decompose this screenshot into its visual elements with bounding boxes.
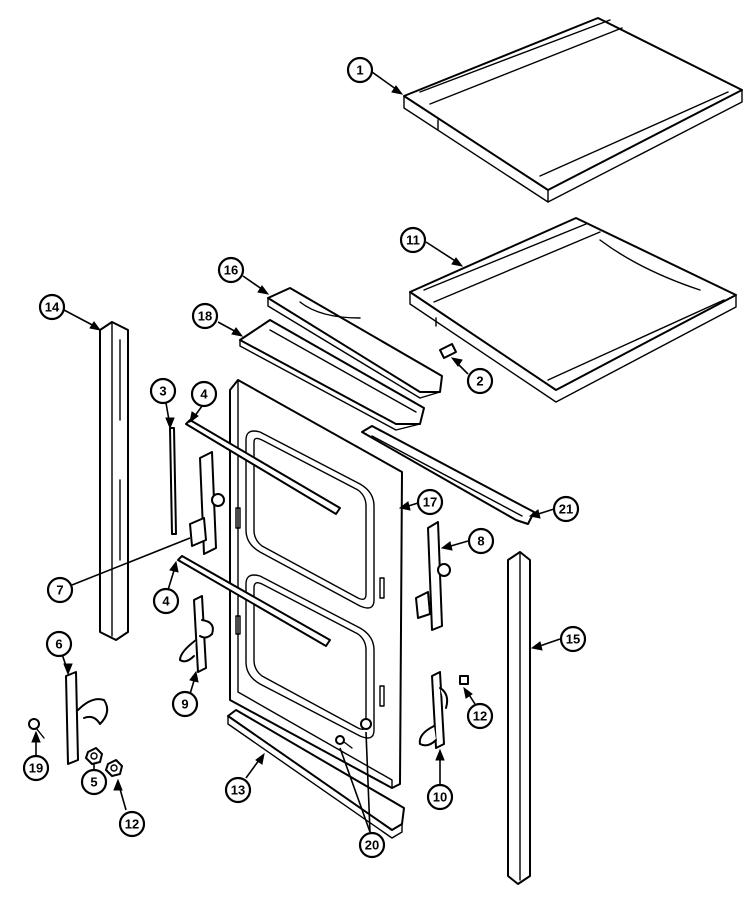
callout-13-label: 13 xyxy=(231,783,245,798)
part-1-top-shelf xyxy=(403,17,743,203)
callout-1-label: 1 xyxy=(356,63,363,78)
part-14-left-trim xyxy=(99,321,129,641)
callout-14-label: 14 xyxy=(45,300,60,315)
callout-8-label: 8 xyxy=(477,534,484,549)
callout-2: 2 xyxy=(466,367,494,395)
callout-4-lower-label: 4 xyxy=(162,594,170,609)
callout-15: 15 xyxy=(559,625,587,653)
callout-16-label: 16 xyxy=(224,263,238,278)
part-16-top-trim xyxy=(267,287,443,399)
callout-5: 5 xyxy=(80,768,108,796)
callout-4-upper-label: 4 xyxy=(200,387,208,402)
part-10-hinge xyxy=(418,671,449,749)
part-18-seal-strip xyxy=(239,319,425,431)
callout-21: 21 xyxy=(552,495,580,523)
callout-8: 8 xyxy=(467,527,495,555)
callout-18-label: 18 xyxy=(198,309,212,324)
callout-20-label: 20 xyxy=(365,838,379,853)
part-4-lower-strip xyxy=(177,555,331,647)
part-4-upper-strip xyxy=(185,419,341,515)
callout-9: 9 xyxy=(171,690,199,718)
callout-13: 13 xyxy=(224,776,252,804)
callout-3-label: 3 xyxy=(159,384,166,399)
part-2-clip xyxy=(439,343,457,359)
callout-4-upper: 4 xyxy=(190,380,218,408)
part-11-lower-shelf xyxy=(409,217,737,403)
callout-2-label: 2 xyxy=(476,374,483,389)
part-6-hinge-plate xyxy=(65,671,109,765)
part-12-nut xyxy=(105,759,123,777)
callout-9-label: 9 xyxy=(181,697,188,712)
callout-3: 3 xyxy=(149,377,177,405)
callout-5-label: 5 xyxy=(90,775,97,790)
callout-11: 11 xyxy=(399,226,427,254)
callout-12-right-label: 12 xyxy=(473,709,487,724)
callout-15-label: 15 xyxy=(566,632,580,647)
callout-10: 10 xyxy=(426,783,454,811)
callout-20: 20 xyxy=(358,831,386,859)
callout-21-label: 21 xyxy=(559,502,573,517)
leader-lines xyxy=(31,71,561,833)
hinge-bracket-upper-left xyxy=(189,451,225,555)
callout-18: 18 xyxy=(191,302,219,330)
part-8-hinge xyxy=(415,521,451,631)
callout-1: 1 xyxy=(346,56,374,84)
callout-17: 17 xyxy=(416,488,444,516)
part-20-screws xyxy=(335,718,372,749)
part-15-right-trim xyxy=(507,551,531,885)
part-9-hinge xyxy=(179,595,214,673)
callout-4-lower: 4 xyxy=(152,587,180,615)
part-13-bottom-trim xyxy=(227,709,405,839)
callout-17-label: 17 xyxy=(423,495,437,510)
callout-6: 6 xyxy=(45,630,73,658)
callout-12-left-label: 12 xyxy=(125,817,139,832)
callout-19-label: 19 xyxy=(29,761,43,776)
part-12-nut-right xyxy=(459,675,469,685)
part-17-door-panel xyxy=(229,379,403,789)
callout-12-left: 12 xyxy=(118,810,146,838)
part-19-screw xyxy=(28,718,45,739)
callout-19: 19 xyxy=(22,754,50,782)
callout-7-label: 7 xyxy=(56,583,63,598)
callout-11-label: 11 xyxy=(406,233,420,248)
part-21-rail xyxy=(361,425,535,525)
callout-7: 7 xyxy=(46,576,74,604)
callout-10-label: 10 xyxy=(433,790,447,805)
part-5-nut xyxy=(85,747,103,765)
callout-16: 16 xyxy=(217,256,245,284)
callout-12-right: 12 xyxy=(466,702,494,730)
callout-14: 14 xyxy=(38,293,66,321)
part-3-rod xyxy=(169,427,177,535)
callout-6-label: 6 xyxy=(55,637,62,652)
